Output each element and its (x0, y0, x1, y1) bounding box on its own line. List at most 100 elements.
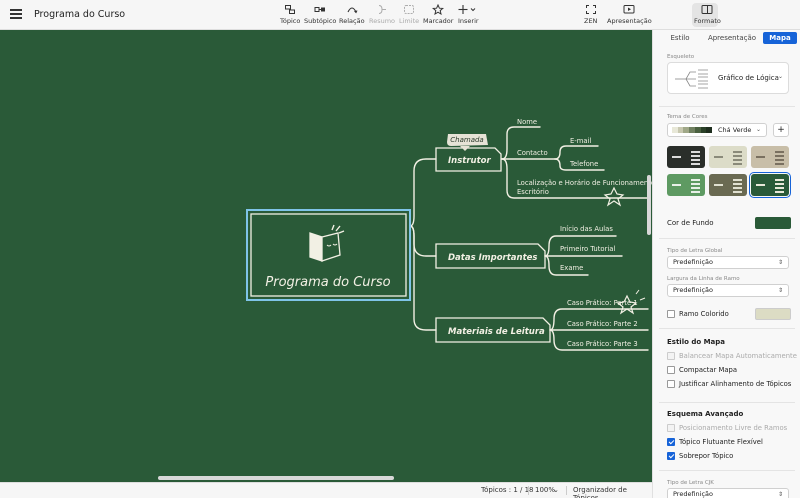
line-inicio (544, 235, 617, 257)
central-topic-box (250, 213, 407, 297)
theme-option-4[interactable] (667, 174, 705, 196)
chevron-down-icon: ⌄ (777, 73, 783, 80)
theme-option-6[interactable] (749, 172, 791, 198)
branch-width-select[interactable]: Predefinição ⇕ (667, 284, 789, 297)
palette-color-7 (706, 127, 713, 133)
skeleton-value: Gráfico de Lógica (718, 74, 779, 82)
format-button[interactable]: Formato (694, 4, 721, 25)
vertical-scrollbar[interactable] (647, 175, 651, 235)
line-email (554, 145, 599, 160)
title-bar: Programa do Curso Tópico Subtópico Relaç… (0, 0, 800, 30)
zoom-level[interactable]: 100% (535, 486, 556, 494)
subtopic-nome: Nome (517, 118, 537, 126)
node-frame-instrutor (435, 147, 502, 172)
colored-branch-label: Ramo Colorido (679, 310, 729, 318)
mapstyle-checkbox-3[interactable] (667, 380, 675, 388)
topic-icon (284, 4, 296, 15)
chevron-down-icon[interactable]: ⌄ (553, 486, 559, 494)
mindmap-canvas[interactable]: Programa do Curso Chamada Instrutor Data… (0, 30, 652, 482)
line-localizacao (501, 158, 649, 199)
chevron-updown-icon: ⇕ (777, 287, 783, 294)
map-style-header: Estilo do Mapa (667, 338, 726, 346)
divider (659, 328, 795, 329)
theme-option-3[interactable] (751, 146, 789, 168)
subtopic-inicio-aulas: Início das Aulas (560, 225, 613, 233)
topic-organizer-button[interactable]: Organizador de Tópicos (573, 486, 627, 498)
global-font-value: Predefinição (673, 258, 714, 266)
divider (659, 106, 795, 107)
palette-color-4 (689, 127, 695, 133)
mapstyle-label-2: Compactar Mapa (679, 366, 738, 374)
line-caso1 (549, 308, 649, 331)
topic-instrutor: Instrutor (448, 156, 491, 166)
status-divider (566, 486, 567, 495)
global-font-select[interactable]: Predefinição ⇕ (667, 256, 789, 269)
mapstyle-checkbox-2[interactable] (667, 366, 675, 374)
palette-color-2 (677, 127, 684, 133)
advanced-checkbox-3[interactable] (667, 452, 675, 460)
summary-button[interactable]: Resumo (369, 4, 395, 25)
boundary-icon (403, 4, 415, 15)
fullscreen-icon (585, 4, 597, 15)
colored-branch-checkbox[interactable] (667, 310, 675, 318)
presentation-icon (623, 4, 635, 15)
subtopic-caso-3: Caso Prático: Parte 3 (567, 340, 638, 348)
line-telefone (554, 158, 605, 171)
bg-color-swatch[interactable] (755, 217, 791, 229)
panel-tabs: Estilo Apresentação Mapa (659, 32, 797, 44)
subtopic-caso-2: Caso Prático: Parte 2 (567, 320, 638, 328)
topic-datas-importantes: Datas Importantes (448, 253, 537, 263)
theme-option-5[interactable] (709, 174, 747, 196)
tab-apresentacao[interactable]: Apresentação (707, 34, 757, 42)
horizontal-scrollbar[interactable] (158, 476, 394, 480)
theme-option-2[interactable] (709, 146, 747, 168)
chevron-down-icon: ⌄ (755, 126, 761, 133)
sidebar-panel-icon (701, 4, 713, 15)
cjk-font-value: Predefinição (673, 490, 714, 498)
cjk-font-select[interactable]: Predefinição ⇕ (667, 488, 789, 498)
marker-button[interactable]: Marcador (423, 3, 453, 25)
hamburger-menu-icon[interactable] (10, 9, 22, 19)
chevron-updown-icon: ⇕ (777, 491, 783, 498)
topic-materiais-leitura: Materiais de Leitura (448, 327, 545, 337)
topic-count: Tópicos : 1 / 18 (481, 486, 534, 494)
mapstyle-label-3: Justificar Alinhamento de Tópicos (679, 380, 792, 388)
advanced-label-1: Posicionamento Livre de Ramos (679, 424, 788, 432)
skeleton-selector[interactable]: Gráfico de Lógica ⌄ (667, 62, 789, 94)
status-bar: Tópicos : 1 / 18 100% ⌄ Organizador de T… (0, 482, 652, 498)
color-theme-select[interactable]: Chá Verde ⌄ (667, 123, 767, 137)
logic-chart-icon (675, 69, 708, 89)
chevron-updown-icon: ⇕ (777, 259, 783, 266)
divider (659, 470, 795, 471)
line-caso3 (549, 329, 649, 351)
add-theme-button[interactable]: + (773, 123, 789, 137)
palette-color-5 (694, 127, 701, 133)
tab-mapa[interactable]: Mapa (763, 32, 797, 44)
divider (659, 402, 795, 403)
insert-button[interactable]: Inserir (458, 4, 479, 25)
boundary-button[interactable]: Limite (399, 4, 419, 25)
node-frame-materiais (435, 317, 551, 343)
subtopic-icon (314, 4, 326, 15)
branch-width-value: Predefinição (673, 286, 714, 294)
theme-option-1[interactable] (667, 146, 705, 168)
subtopic-button[interactable]: Subtópico (304, 4, 336, 25)
subtopic-telefone: Telefone (569, 160, 598, 168)
callout-text: Chamada (450, 136, 483, 144)
advanced-label-3: Sobrepor Tópico (679, 452, 734, 460)
central-topic-frame (246, 209, 411, 301)
plus-chevron-icon (458, 4, 478, 15)
zen-button[interactable]: ZEN (584, 4, 597, 25)
line-nome (501, 126, 541, 160)
tab-estilo[interactable]: Estilo (670, 34, 690, 42)
callout-bubble (447, 134, 488, 146)
document-title: Programa do Curso (34, 9, 126, 20)
colored-branch-swatch[interactable] (755, 308, 791, 320)
format-button-bg[interactable] (692, 3, 718, 27)
topic-button[interactable]: Tópico (280, 4, 300, 25)
subtopic-exame: Exame (560, 264, 583, 272)
advanced-layout-header: Esquema Avançado (667, 410, 744, 418)
advanced-checkbox-2[interactable] (667, 438, 675, 446)
presentation-button[interactable]: Apresentação (607, 4, 652, 25)
relation-button[interactable]: Relação (339, 4, 365, 25)
